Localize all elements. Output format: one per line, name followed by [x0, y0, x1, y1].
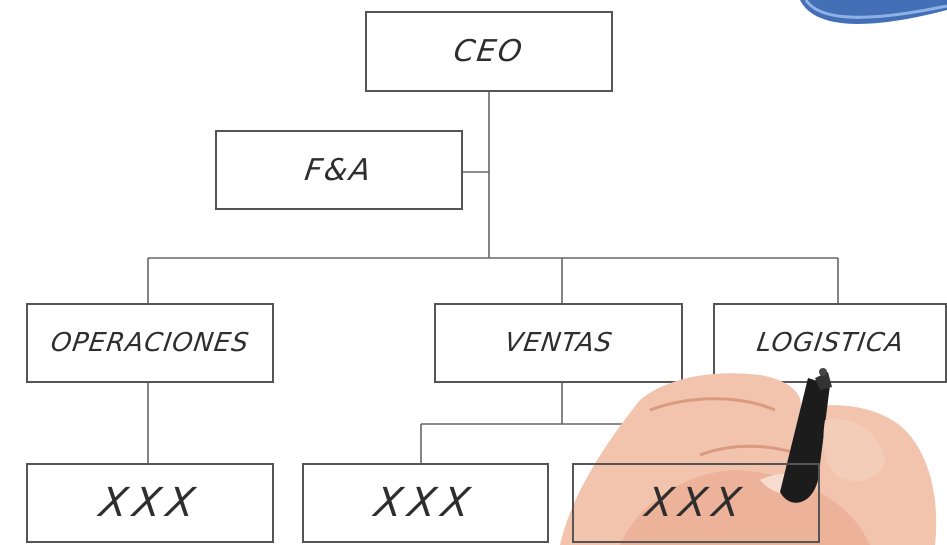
- operations-child-box: XXX: [26, 463, 274, 543]
- finance-box: F&A: [215, 130, 463, 210]
- thumb-shape: [823, 419, 885, 481]
- blue-swoosh-decoration: [800, 0, 947, 24]
- marker-tip-point: [819, 368, 827, 376]
- sales-box: VENTAS: [434, 303, 683, 383]
- operations-box: OPERACIONES: [26, 303, 274, 383]
- marker-body: [780, 378, 830, 503]
- blue-swoosh-highlight: [804, 0, 947, 19]
- finger-outline-1: [649, 397, 776, 412]
- sales-child-box-1: XXX: [302, 463, 549, 543]
- sales-child-box-2: XXX: [572, 463, 820, 543]
- ceo-box: CEO: [365, 11, 613, 92]
- marker-tip: [815, 372, 832, 390]
- sales-child-label-2: XXX: [642, 480, 750, 526]
